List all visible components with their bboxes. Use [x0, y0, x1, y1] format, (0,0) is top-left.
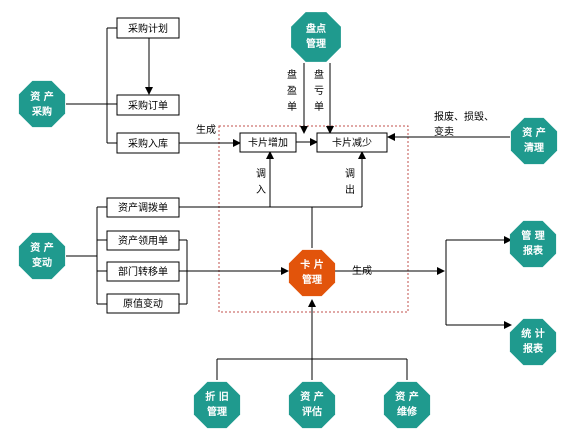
svg-text:采购: 采购	[31, 105, 52, 118]
purchase-plan-box: 采购计划	[116, 17, 180, 39]
card-add-box: 卡片增加	[239, 132, 297, 153]
svg-text:资 产: 资 产	[30, 90, 53, 103]
asset-repair-node: 资 产 维修	[383, 381, 431, 429]
svg-text:统 计: 统 计	[521, 327, 544, 340]
asset-eval-node: 资 产 评估	[288, 381, 336, 429]
svg-text:折 旧: 折 旧	[205, 390, 228, 403]
card-operations-region	[218, 125, 409, 313]
loss-label: 盘	[314, 68, 324, 81]
svg-text:清理: 清理	[524, 141, 544, 154]
generate-label-mid: 生成	[352, 264, 372, 277]
svg-text:资产领用单: 资产领用单	[118, 234, 168, 247]
svg-text:管理: 管理	[306, 37, 326, 50]
svg-text:资 产: 资 产	[522, 126, 545, 139]
value-change-box: 原值变动	[106, 293, 180, 314]
svg-text:采购订单: 采购订单	[128, 99, 168, 112]
svg-text:卡 片: 卡 片	[300, 258, 323, 271]
svg-text:卡片增加: 卡片增加	[248, 136, 288, 149]
dept-move-box: 部门转移单	[106, 261, 180, 282]
svg-text:资 产: 资 产	[395, 390, 418, 403]
svg-text:报表: 报表	[523, 342, 544, 355]
svg-text:维修: 维修	[397, 405, 418, 418]
svg-text:部门转移单: 部门转移单	[118, 265, 168, 278]
scrap-label: 报废、损毁、	[434, 110, 494, 123]
transfer-in-label-2: 入	[256, 185, 266, 196]
svg-text:变动: 变动	[32, 256, 52, 269]
svg-text:采购计划: 采购计划	[128, 22, 168, 35]
transfer-in-label: 调	[256, 168, 266, 180]
requisition-box: 资产领用单	[106, 230, 180, 251]
svg-text:报表: 报表	[523, 244, 544, 257]
surplus-label: 盘	[287, 68, 297, 81]
inventory-mgmt-node: 盘点 管理	[291, 12, 341, 62]
purchase-in-box: 采购入库	[116, 132, 180, 154]
loss-label-3: 单	[314, 101, 324, 113]
svg-text:采购入库: 采购入库	[128, 137, 168, 150]
transfer-doc-box: 资产调拨单	[106, 197, 180, 218]
edge-labels: 生成 盘 盈 单 盘 亏 单 报废、损毁、 变卖 调 入 调 出 生成	[196, 68, 494, 277]
card-reduce-box: 卡片减少	[316, 132, 388, 153]
svg-text:资 产: 资 产	[300, 390, 323, 403]
svg-text:盘点: 盘点	[306, 22, 326, 35]
stat-report-node: 统 计 报表	[509, 318, 557, 366]
surplus-label-2: 盈	[287, 85, 297, 97]
loss-label-2: 亏	[314, 85, 324, 97]
card-mgmt-node: 卡 片 管理	[288, 249, 336, 297]
svg-text:卡片减少: 卡片减少	[332, 136, 372, 149]
scrap-label-2: 变卖	[434, 125, 454, 138]
asset-purchase-node: 资 产 采购	[18, 80, 66, 128]
asset-cleanup-node: 资 产 清理	[510, 117, 558, 165]
transfer-out-label-2: 出	[345, 183, 355, 196]
depreciation-node: 折 旧 管理	[193, 381, 241, 429]
svg-text:管 理: 管 理	[521, 229, 544, 242]
svg-text:管理: 管理	[302, 273, 322, 286]
connectors	[66, 27, 512, 380]
svg-text:资产调拨单: 资产调拨单	[118, 201, 168, 214]
transfer-out-label: 调	[345, 168, 355, 180]
generate-label-top: 生成	[196, 123, 216, 136]
asset-change-node: 资 产 变动	[18, 232, 66, 280]
svg-text:资 产: 资 产	[30, 241, 53, 254]
svg-text:评估: 评估	[302, 405, 322, 418]
mgmt-report-node: 管 理 报表	[509, 220, 557, 268]
purchase-order-box: 采购订单	[116, 94, 180, 116]
svg-text:管理: 管理	[207, 405, 227, 418]
surplus-label-3: 单	[287, 101, 297, 113]
svg-text:原值变动: 原值变动	[123, 297, 163, 310]
